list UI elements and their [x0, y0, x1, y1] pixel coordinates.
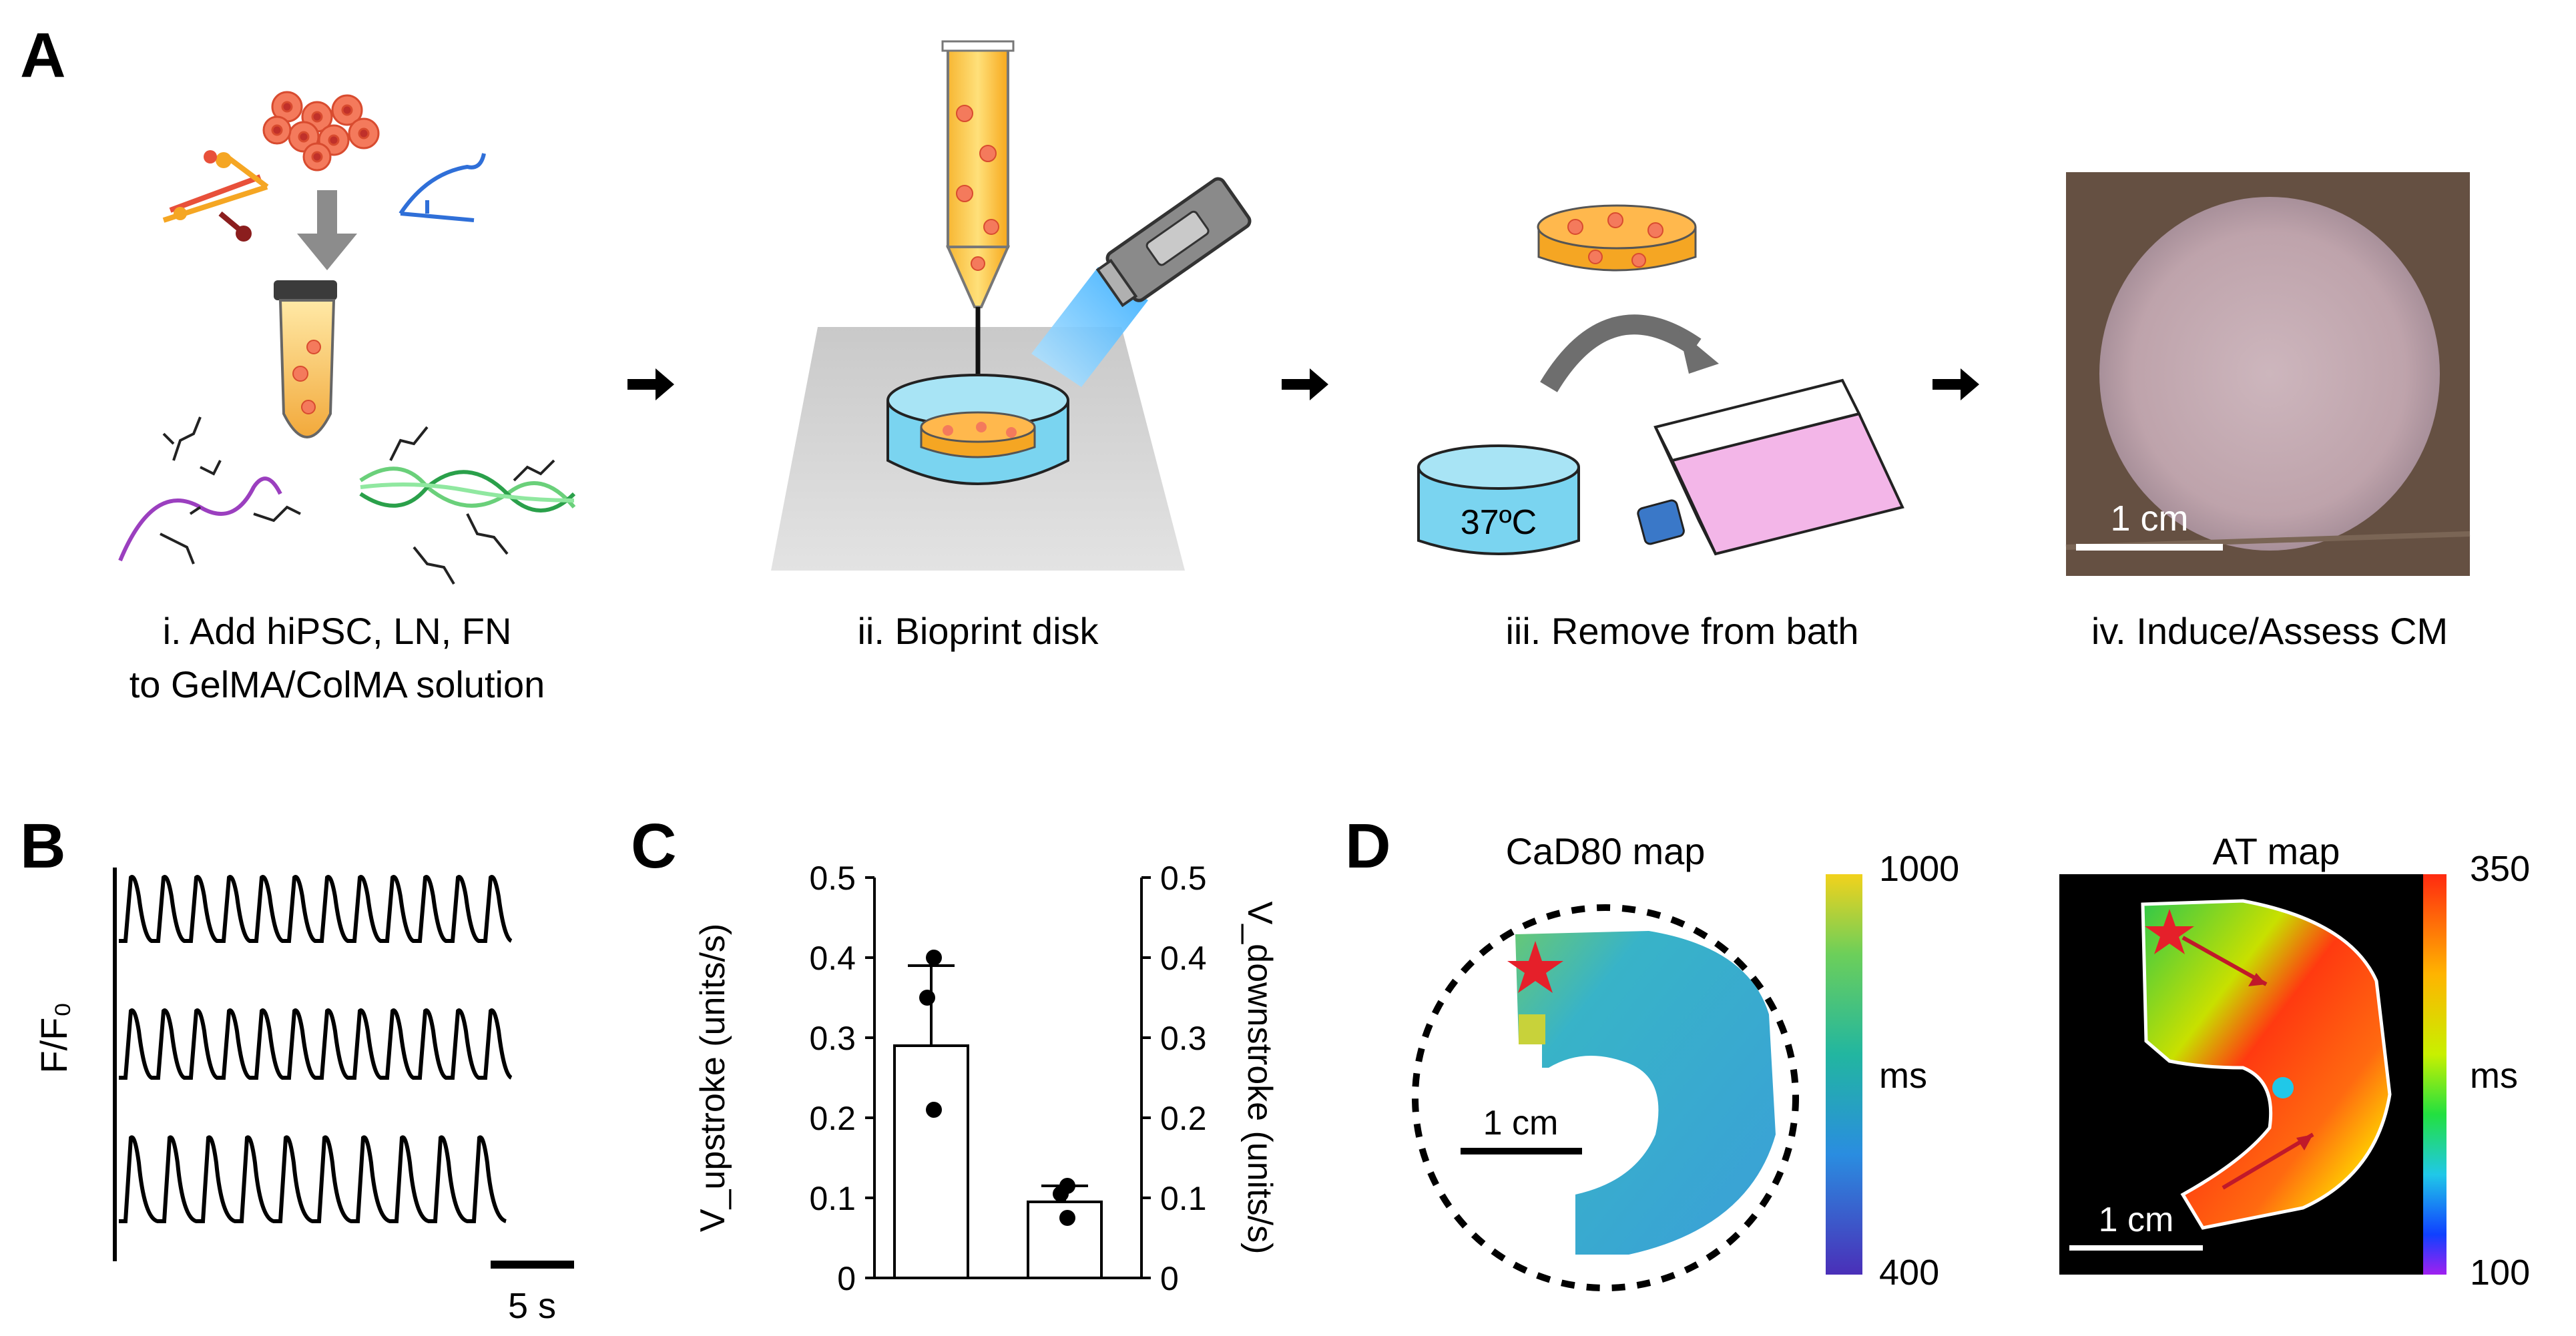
trace-1	[119, 875, 513, 943]
panel-a-label: A	[20, 20, 66, 91]
at-map: 1 cm	[2059, 874, 2446, 1275]
curved-arrow-icon	[1540, 314, 1719, 392]
panel-c-label: C	[631, 811, 677, 882]
laminin-icon	[162, 150, 269, 242]
datapoint-upstroke	[919, 990, 935, 1006]
cad80-map: 1 cm	[1412, 904, 1799, 1291]
at-title: AT map	[2213, 830, 2340, 872]
cad80-cbar-min: 400	[1879, 1253, 1939, 1293]
c-tick-label-right: 0	[1160, 1260, 1179, 1297]
colma-side-groups	[389, 426, 555, 585]
time-scale-label: 5 s	[508, 1286, 556, 1326]
bar-upstroke	[893, 1044, 969, 1279]
step2-caption: ii. Bioprint disk	[857, 610, 1099, 652]
c-tick-label-right: 0.3	[1160, 1020, 1207, 1057]
gelma-side-groups	[160, 416, 301, 565]
syringe-icon	[941, 40, 1015, 427]
c-ylabel-right: V_downstroke (units/s)	[1240, 902, 1279, 1255]
datapoint-upstroke	[926, 950, 942, 966]
at-cbar-unit: ms	[2470, 1056, 2518, 1096]
c-tick-label-left: 0.3	[809, 1020, 856, 1057]
c-axes	[873, 878, 1143, 1279]
step1-caption-line1: i. Add hiPSC, LN, FN	[163, 610, 512, 652]
arrow-right-icon	[627, 368, 674, 400]
datapoint-upstroke	[926, 1102, 942, 1118]
at-cbar-min: 100	[2470, 1253, 2530, 1293]
origin-star-icon	[1507, 941, 1563, 993]
cells-icon	[262, 91, 380, 172]
panel-d-label: D	[1345, 811, 1391, 882]
arrow-right-icon	[1282, 368, 1328, 400]
c-ylabel-left: V_upstroke (units/s)	[694, 924, 732, 1232]
datapoint-downstroke	[1059, 1210, 1075, 1226]
photo-scale-label: 1 cm	[2110, 498, 2188, 539]
at-colorbar: 350 ms 100	[2423, 849, 2530, 1293]
gelma-polymer-icon	[118, 476, 282, 562]
trace-3	[119, 1135, 507, 1223]
cad80-cbar-max: 1000	[1879, 849, 1959, 889]
step4-caption: iv. Induce/Assess CM	[2091, 610, 2448, 652]
c-tick-label-left: 0.5	[809, 860, 856, 897]
c-tick-label-left: 0.4	[809, 940, 856, 977]
disk-icon	[1537, 204, 1697, 272]
cad80-title: CaD80 map	[1506, 830, 1706, 872]
at-origin-star-icon	[2145, 909, 2194, 954]
c-tick-label-right: 0.2	[1160, 1100, 1207, 1137]
bath-dish-icon	[886, 374, 1069, 485]
photo-scale-bar	[2076, 544, 2223, 551]
cad80-colorbar: 1000 ms 400	[1826, 849, 1959, 1293]
c-tick-label-left: 0.2	[809, 1100, 856, 1137]
panel-b-label: B	[20, 811, 66, 882]
cad80-scale-label: 1 cm	[1483, 1104, 1559, 1142]
step1-illustration	[118, 91, 576, 585]
step3-caption: iii. Remove from bath	[1505, 610, 1858, 652]
step1-caption-line2: to GelMA/ColMA solution	[130, 663, 545, 705]
c-tick-label-right: 0.1	[1160, 1180, 1207, 1217]
step2-illustration	[771, 40, 1252, 571]
down-arrow-icon	[297, 190, 357, 270]
panel-b-ylabel: F/F₀	[33, 1002, 75, 1073]
c-tick-label-right: 0.4	[1160, 940, 1207, 977]
fibronectin-icon	[399, 153, 486, 222]
velocity-bar-chart: 0 0 0.1 0.1 0.2 0.2 0.3 0.3 0.4 0.4 0.5 0.5	[809, 860, 1206, 1297]
tube-icon	[274, 280, 337, 438]
cad80-cbar-unit: ms	[1879, 1056, 1927, 1096]
c-tick-label-right: 0.5	[1160, 860, 1207, 897]
datapoint-downstroke	[1053, 1186, 1069, 1202]
trace-2	[119, 1008, 513, 1080]
arrow-right-icon	[1933, 368, 1979, 400]
c-tick-label-left: 0	[837, 1260, 856, 1297]
propagation-arrow-icon	[2181, 936, 2314, 1190]
at-cbar-max: 350	[2470, 849, 2530, 889]
step3-illustration: 37ºC	[1417, 204, 1904, 556]
step4-photo: 1 cm	[2065, 172, 2471, 576]
bath-temperature-label: 37ºC	[1461, 503, 1537, 542]
flask-icon	[1637, 378, 1904, 556]
bath-icon	[1417, 444, 1580, 555]
c-tick-label-left: 0.1	[809, 1180, 856, 1217]
colma-helix-icon	[359, 466, 576, 513]
calcium-traces	[119, 875, 513, 1223]
uv-lamp-icon	[1031, 177, 1252, 387]
at-scale-label: 1 cm	[2099, 1201, 2174, 1239]
